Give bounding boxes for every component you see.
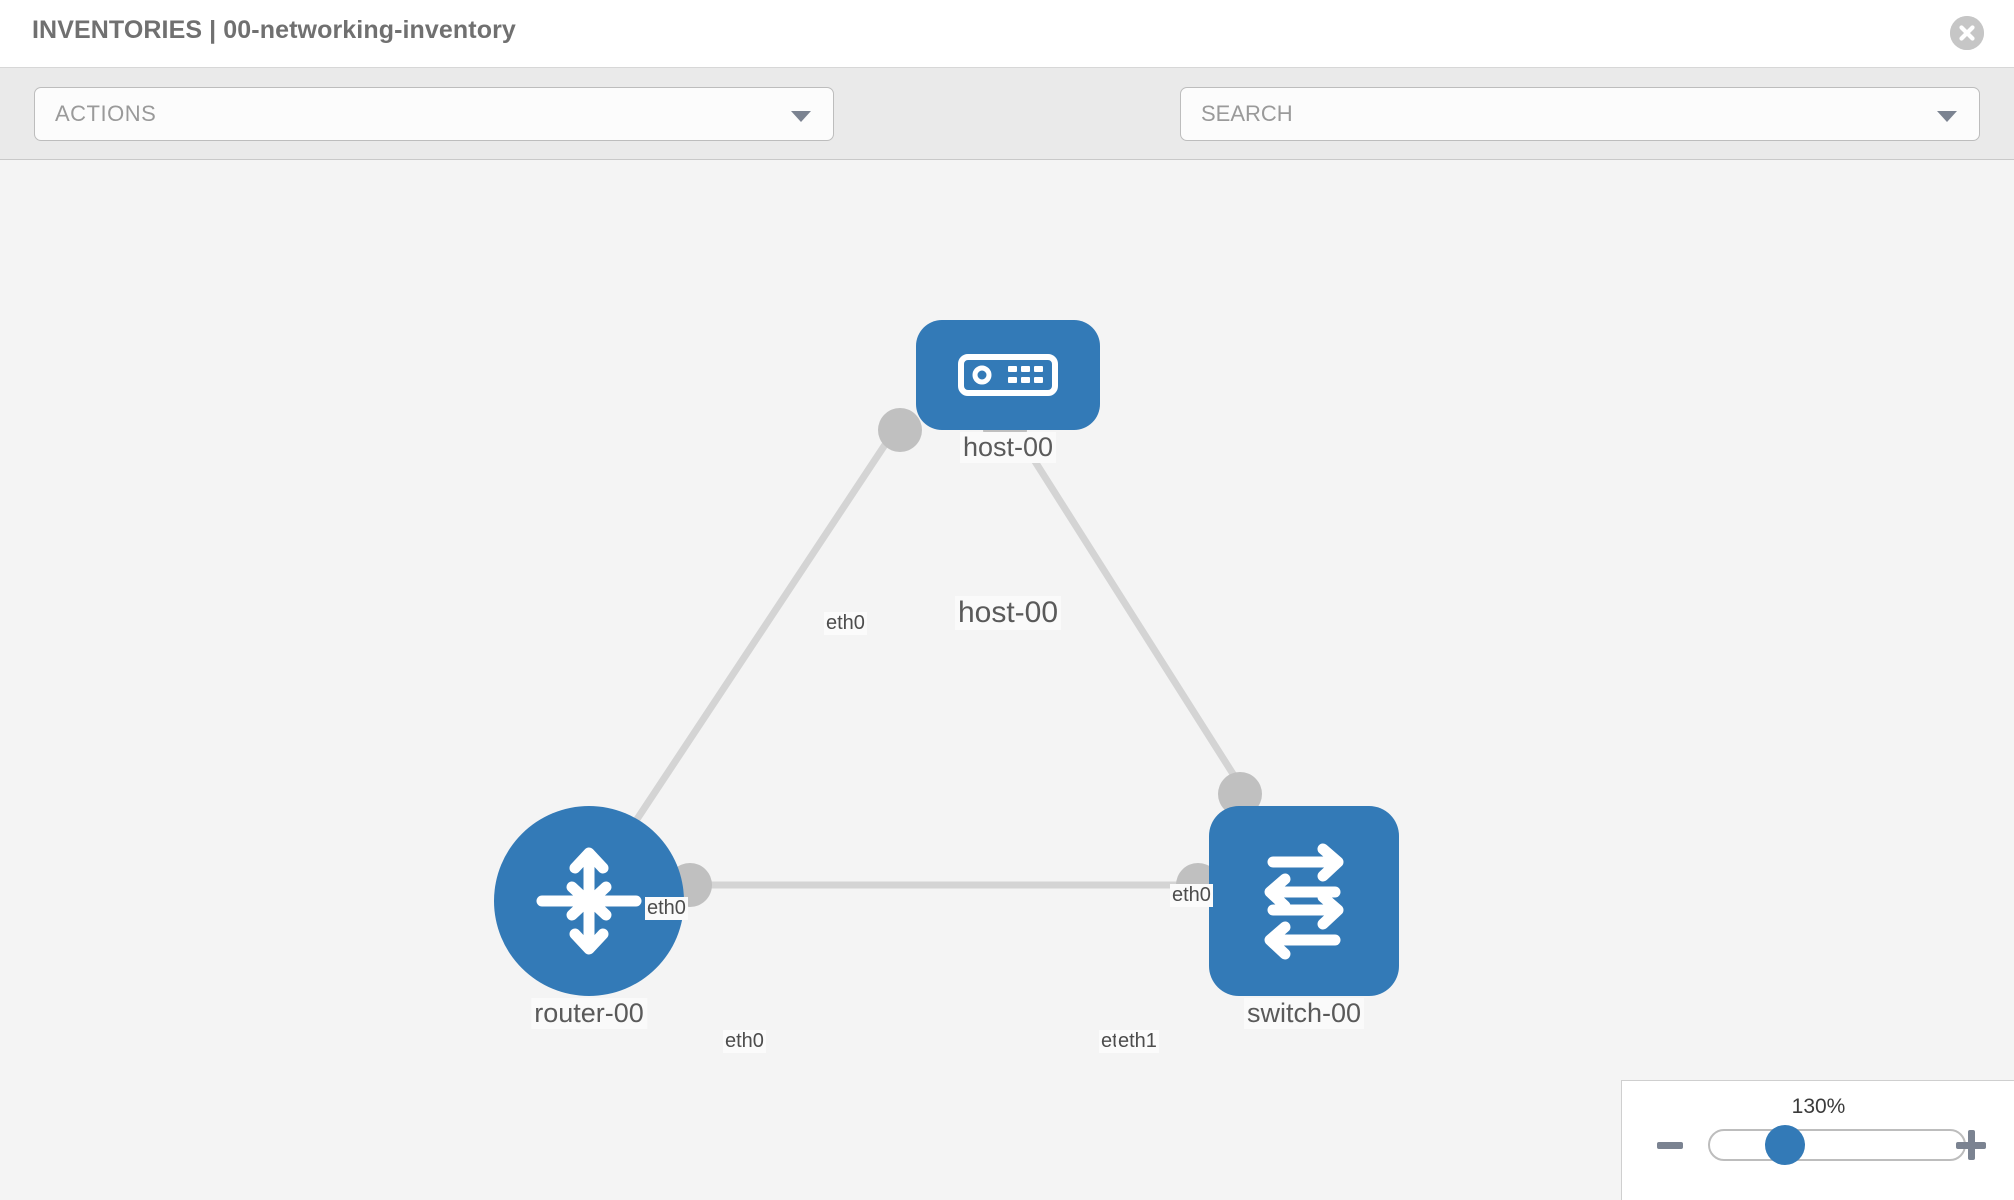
toolbar: ACTIONS [0, 68, 2014, 198]
host-node-shape[interactable] [916, 320, 1100, 430]
switch-node-shape[interactable] [1209, 806, 1399, 996]
plus-icon[interactable] [1956, 1130, 1986, 1160]
link-endpoint [878, 408, 922, 452]
chevron-down-icon [791, 111, 811, 122]
search-box[interactable] [1180, 87, 1980, 141]
router-node-shape[interactable] [494, 806, 684, 996]
minus-icon[interactable] [1657, 1142, 1683, 1149]
zoom-slider-track[interactable] [1708, 1129, 1966, 1161]
actions-dropdown-label: ACTIONS [55, 101, 157, 126]
topology-graph [607, 408, 1262, 907]
node-label-host-00-overlay: host-00 [954, 596, 1062, 630]
switch-icon [1264, 843, 1344, 960]
node-host-00[interactable]: host-00 [916, 320, 1100, 463]
link-host-router [607, 420, 903, 862]
node-label-switch-00: switch-00 [1243, 998, 1365, 1029]
server-icon [958, 354, 1058, 396]
zoom-slider-thumb[interactable] [1765, 1125, 1805, 1165]
node-switch-00[interactable]: switch-00 [1209, 806, 1399, 1029]
iface-label: eth0 [824, 612, 867, 635]
page-title: INVENTORIES | 00-networking-inventory [32, 16, 516, 44]
close-icon[interactable] [1950, 16, 1984, 50]
node-label-router-00: router-00 [531, 998, 647, 1029]
node-label-host-00: host-00 [959, 432, 1057, 463]
link-host-switch [1007, 420, 1243, 787]
iface-label: eth0 [1170, 884, 1213, 907]
iface-label: eth0 [645, 897, 688, 920]
zoom-control-panel: 130% [1621, 1080, 2014, 1200]
node-router-00[interactable]: router-00 [494, 806, 684, 1029]
router-icon [536, 847, 642, 955]
link-endpoint [1218, 772, 1262, 816]
search-input[interactable] [1199, 88, 1919, 140]
chevron-down-icon [1937, 111, 1957, 122]
iface-label: eth1 [1116, 1030, 1159, 1053]
zoom-percent-label: 130% [1791, 1095, 1846, 1118]
actions-dropdown[interactable]: ACTIONS [34, 87, 834, 141]
iface-label: eth0 [723, 1030, 766, 1053]
page-header: INVENTORIES | 00-networking-inventory [0, 0, 2014, 68]
topology-canvas[interactable]: host-00 [0, 160, 2014, 1200]
